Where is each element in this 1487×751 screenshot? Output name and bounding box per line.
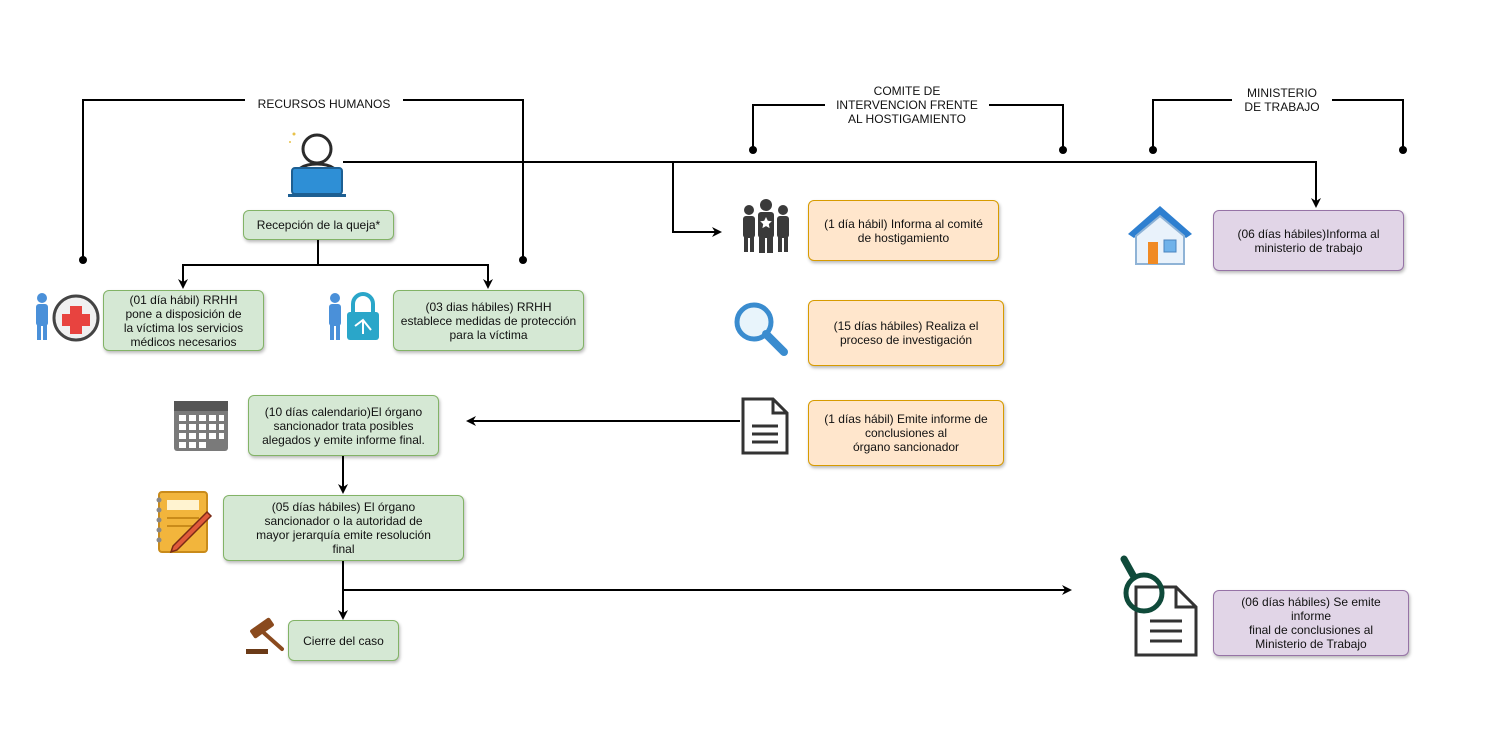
box-sanction-review: (10 días calendario)El órgano sancionado…: [248, 395, 439, 456]
document-icon: [741, 397, 789, 455]
box-resolution-text: (05 días hábiles) El órgano sancionador …: [256, 500, 431, 556]
box-inform-ministry-text: (06 días hábiles)Informa al ministerio d…: [1237, 226, 1380, 255]
magnifier-icon: [734, 302, 788, 356]
box-investigation-text: (15 días hábiles) Realiza el proceso de …: [833, 319, 979, 347]
box-investigation: (15 días hábiles) Realiza el proceso de …: [808, 300, 1004, 366]
box-conclusions-text: (1 días hábil) Emite informe de conclusi…: [824, 412, 988, 454]
line-user-to-ministry: [343, 161, 1321, 208]
header-hr: RECURSOS HUMANOS: [245, 97, 403, 111]
box-closure: Cierre del caso: [288, 620, 399, 661]
calendar-icon: [174, 401, 228, 451]
box-protection: (03 dias hábiles) RRHH establece medidas…: [393, 290, 584, 351]
line-reception-split: [178, 240, 319, 289]
line-reception-split-right: [318, 264, 493, 289]
notepad-pencil-icon: [156, 491, 213, 554]
box-closure-text: Cierre del caso: [303, 633, 384, 648]
header-ministry: MINISTERIO DE TRABAJO: [1232, 86, 1332, 114]
house-icon: [1128, 206, 1192, 265]
box-inform-committee: (1 día hábil) Informa al comité de hosti…: [808, 200, 999, 261]
box-medical-text: (01 día hábil) RRHH pone a disposición d…: [123, 292, 244, 349]
box-inform-committee-text: (1 día hábil) Informa al comité de hosti…: [824, 216, 983, 245]
box-medical: (01 día hábil) RRHH pone a disposición d…: [103, 290, 264, 351]
box-resolution: (05 días hábiles) El órgano sancionador …: [223, 495, 464, 561]
document-search-icon: [1120, 555, 1198, 657]
header-committee: COMITE DE INTERVENCION FRENTE AL HOSTIGA…: [825, 84, 989, 126]
team-icon: [743, 199, 789, 253]
box-final-report-text: (06 días hábiles) Se emite informe final…: [1241, 595, 1381, 651]
medical-cross-icon: [36, 293, 100, 342]
box-inform-ministry: (06 días hábiles)Informa al ministerio d…: [1213, 210, 1404, 271]
box-sanction-review-text: (10 días calendario)El órgano sancionado…: [262, 404, 425, 447]
box-final-report: (06 días hábiles) Se emite informe final…: [1213, 590, 1409, 656]
box-reception-text: Recepción de la queja*: [256, 218, 381, 232]
security-lock-icon: [329, 292, 379, 340]
line-user-to-committee: [672, 162, 722, 237]
user-laptop-icon: [288, 132, 346, 197]
box-reception: Recepción de la queja*: [243, 210, 394, 240]
box-protection-text: (03 dias hábiles) RRHH establece medidas…: [400, 299, 577, 342]
gavel-icon: [246, 617, 284, 654]
box-conclusions: (1 días hábil) Emite informe de conclusi…: [808, 400, 1004, 466]
